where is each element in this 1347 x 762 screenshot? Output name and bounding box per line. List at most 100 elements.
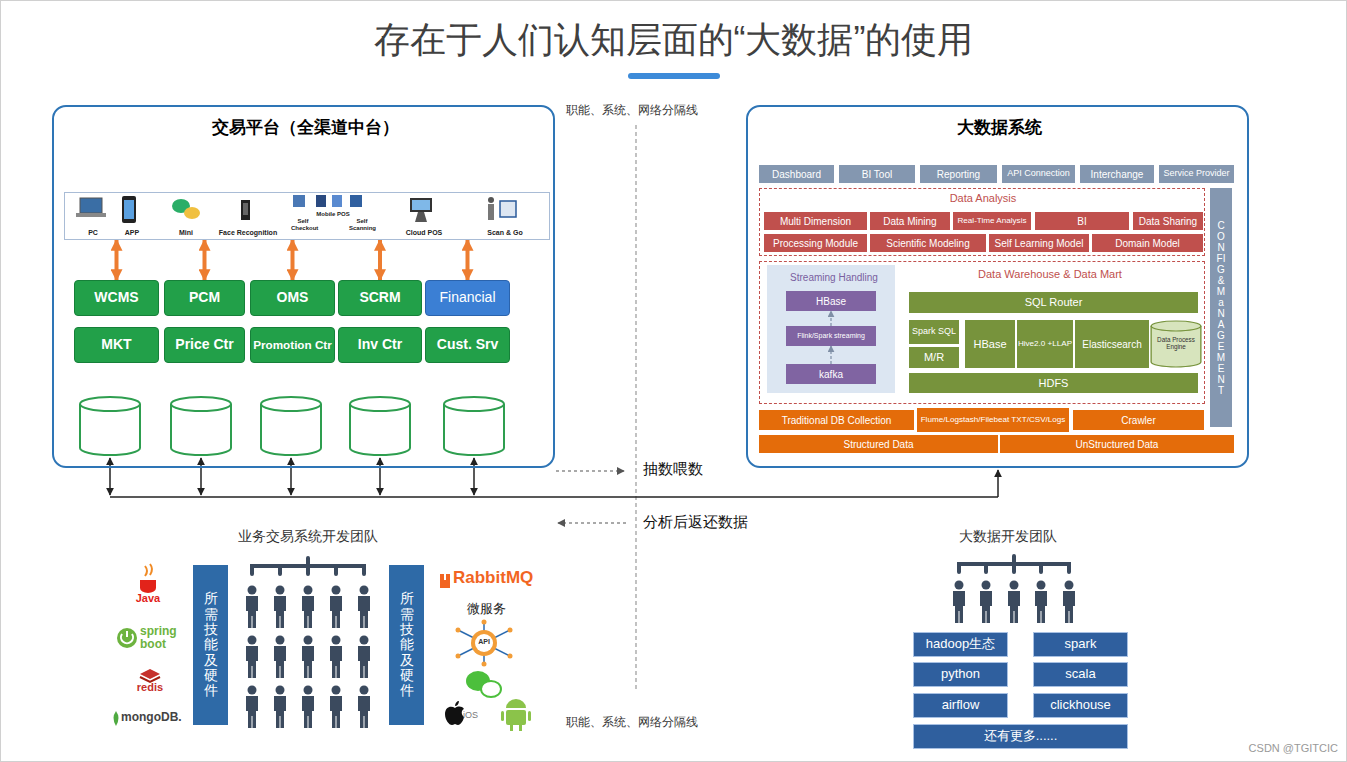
node-label: API Connection <box>1007 169 1070 179</box>
title-underline <box>628 73 720 79</box>
node-label: 所需技能及硬件 <box>400 591 414 699</box>
tech-logos <box>510 724 513 731</box>
analysis-box: Data Mining <box>870 212 950 230</box>
node-label: Cloud POS <box>404 229 444 237</box>
device-icons <box>415 212 427 222</box>
node-label: HDFS <box>1039 377 1069 389</box>
node-label: M/R <box>924 351 944 363</box>
database-cylinder <box>444 397 504 455</box>
node-label: Financial <box>439 290 495 305</box>
device-icons <box>293 195 305 207</box>
analysis-box: Scientific Modeling <box>870 234 986 252</box>
node-label: spark <box>1065 637 1097 651</box>
device-icons <box>488 204 494 220</box>
node-label: SCRM <box>359 290 400 305</box>
storage-box: Spark SQL <box>909 320 959 344</box>
node-label: PC <box>78 229 108 237</box>
data-bus <box>379 458 381 495</box>
node-label: WCMS <box>94 290 138 305</box>
node-label: MKT <box>101 337 131 352</box>
flow-arrows <box>558 522 626 523</box>
analysis-box: BI <box>1035 212 1129 230</box>
node-label: Data Analysis <box>760 192 1206 204</box>
storage-box: Elasticsearch <box>1075 320 1149 368</box>
connector <box>830 311 831 326</box>
node-label: HBase <box>816 296 846 307</box>
team-tree <box>252 556 1069 574</box>
node-label: Self Scanning <box>349 218 375 231</box>
tech-logos <box>458 622 510 664</box>
node-label: Mini <box>171 229 201 237</box>
text-label: Java <box>130 592 166 604</box>
tech-logos <box>506 699 526 708</box>
service-box: Reporting <box>920 165 997 183</box>
node-label: Structured Data <box>843 439 913 450</box>
device-icons <box>184 207 200 219</box>
system-panel: 大数据系统DashboardBI ToolReportingAPI Connec… <box>746 105 1249 468</box>
node-label: Self Learning Model <box>995 238 1084 249</box>
person-icon <box>246 686 258 729</box>
text-label: mongoDB. <box>121 711 197 724</box>
data-bus <box>997 470 999 497</box>
person-icon <box>953 581 965 624</box>
connector <box>203 240 207 280</box>
module-box: Cust. Srv <box>425 327 510 363</box>
person-icon <box>274 586 286 629</box>
module-box: MKT <box>74 327 159 363</box>
tech-logos <box>114 711 119 726</box>
node-label: Crawler <box>1121 415 1155 426</box>
person-icon <box>358 636 370 679</box>
node-label: Data Warehouse & Data Mart <box>900 268 1200 280</box>
warehouse-group: Data Warehouse & Data MartStreaming Hand… <box>759 261 1205 404</box>
tech-logos <box>501 711 504 721</box>
node-label: Domain Model <box>1115 238 1179 249</box>
skill-box: hadoop生态 <box>913 632 1008 657</box>
data-bus <box>290 458 292 495</box>
person-icon <box>330 586 342 629</box>
device-icons <box>243 203 248 215</box>
data-bus <box>110 496 998 498</box>
service-box: Dashboard <box>759 165 834 183</box>
node-label: Flume/Logstash/Filebeat TXT/CSV/Logs <box>921 416 1066 425</box>
tech-logos <box>456 628 461 633</box>
tech-logos <box>482 620 487 625</box>
node-label: Real-Time Analysis <box>958 217 1027 226</box>
stream-box: HBase <box>786 291 876 311</box>
data-band: Structured Data <box>759 435 998 453</box>
text-label: API <box>474 638 494 646</box>
node-label: HBase <box>973 338 1006 350</box>
node-label: Elasticsearch <box>1082 339 1141 350</box>
module-box: SCRM <box>338 280 422 316</box>
person-icon <box>1035 581 1047 624</box>
person-icon <box>274 636 286 679</box>
text-label: RabbitMQ <box>453 569 548 588</box>
tech-logos <box>471 630 497 656</box>
collection-box: Traditional DB Collection <box>759 410 914 430</box>
person-icon <box>302 636 314 679</box>
tech-logos <box>475 634 493 652</box>
module-box: Inv Ctr <box>338 327 422 363</box>
node-label: scala <box>1065 667 1095 681</box>
tech-logos <box>519 724 522 731</box>
cylinder-shape <box>1151 326 1201 331</box>
skill-box: spark <box>1033 632 1128 657</box>
data-band: UnStructured Data <box>1000 435 1234 453</box>
connector <box>466 240 470 280</box>
tech-logos <box>528 711 531 721</box>
flow-arrows <box>556 470 624 471</box>
device-icons <box>122 196 136 223</box>
node-label: python <box>941 667 980 681</box>
device-icons <box>412 200 430 210</box>
text-label: 职能、系统、网络分隔线 <box>566 104 716 117</box>
skill-box: 还有更多...... <box>913 724 1128 749</box>
device-icons <box>241 200 250 220</box>
config-bar: CONFIG & MaNAGEMENT <box>1210 188 1232 427</box>
module-box: Price Ctr <box>164 327 245 363</box>
device-icons <box>410 198 432 212</box>
collection-box: Flume/Logstash/Filebeat TXT/CSV/Logs <box>917 408 1069 432</box>
node-label: BI Tool <box>862 169 892 180</box>
node-label: 交易平台（全渠道中台） <box>54 119 557 138</box>
node-label: Face Recognition <box>213 229 283 237</box>
person-icon <box>358 586 370 629</box>
